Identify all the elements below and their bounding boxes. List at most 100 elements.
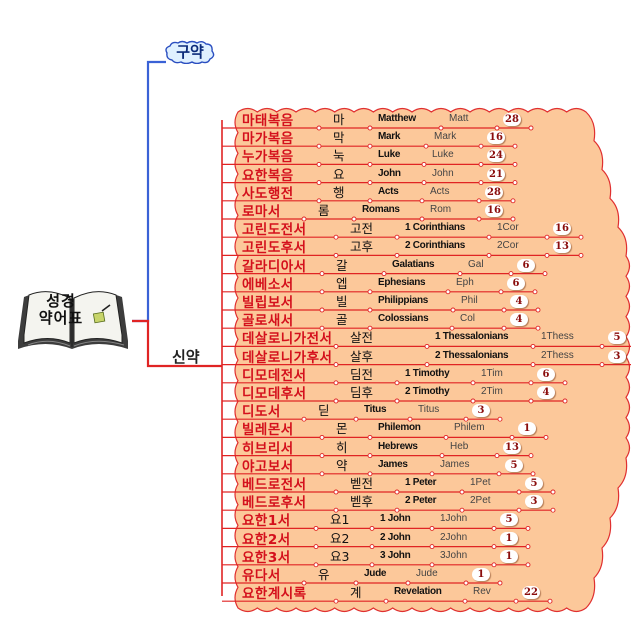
branch-node [419, 198, 425, 204]
branch-node [509, 434, 515, 440]
branch-node [424, 362, 430, 368]
book-english-abbr: 3John [440, 549, 468, 561]
branch-node [351, 216, 357, 222]
chapter-count-badge: 4 [510, 313, 528, 327]
book-korean-abbr: 살전 [350, 330, 374, 346]
branch-node [333, 380, 339, 386]
branch-node [445, 289, 451, 295]
book-korean-name: 갈라디아서 [242, 258, 307, 275]
branch-node [491, 562, 497, 568]
chapter-count-badge: 4 [510, 295, 528, 308]
chapter-count-badge: 16 [487, 131, 505, 145]
branch-node [383, 598, 389, 604]
branch-node [333, 507, 339, 513]
book-english-abbr: Jude [416, 568, 438, 579]
branch-node [301, 416, 307, 422]
book-korean-name: 히브리서 [242, 440, 294, 457]
book-english-abbr: Luke [432, 149, 454, 161]
branch-node [407, 416, 413, 422]
branch-node [443, 434, 449, 440]
branch-node [496, 471, 502, 477]
branch-node [424, 343, 430, 349]
new-testament-label[interactable]: 신약 [172, 348, 200, 366]
book-korean-abbr: 막 [333, 130, 345, 146]
branch-node [429, 562, 435, 568]
branch-node [462, 598, 468, 604]
book-korean-abbr: 골 [336, 312, 348, 328]
book-korean-name: 요한1서 [242, 513, 291, 530]
book-korean-abbr: 요3 [330, 548, 350, 564]
branch-node [438, 125, 444, 131]
book-korean-name: 요한3서 [242, 549, 291, 566]
old-testament-label: 구약 [176, 43, 204, 61]
book-english-name: John [378, 167, 401, 179]
old-testament-node[interactable]: 구약 [164, 40, 216, 64]
chapter-count-badge: 5 [500, 513, 518, 527]
branch-node [333, 598, 339, 604]
book-english-name: 1 John [380, 513, 411, 525]
branch-node [535, 307, 541, 313]
branch-node [421, 161, 427, 167]
book-korean-name: 디모데후서 [242, 386, 307, 402]
book-korean-name: 에베소서 [242, 276, 294, 293]
chapter-count-badge: 28 [485, 185, 503, 199]
book-korean-name: 베드로전서 [242, 477, 307, 493]
book-english-name: 2 Timothy [405, 386, 450, 397]
book-korean-abbr: 고후 [350, 239, 374, 255]
branch-node [394, 234, 400, 240]
branch-node [512, 161, 518, 167]
book-english-name: 3 John [380, 549, 411, 561]
branch-node [497, 416, 503, 422]
branch-node [369, 544, 375, 550]
book-english-abbr: Phil [461, 295, 478, 306]
book-english-abbr: 1Thess [541, 331, 574, 343]
book-korean-abbr: 요2 [330, 530, 350, 546]
branch-node [508, 271, 514, 277]
book-english-abbr: Col [460, 313, 476, 325]
branch-node [463, 580, 469, 586]
chapter-count-badge: 4 [537, 386, 555, 399]
book-korean-abbr: 엡 [336, 275, 348, 291]
branch-node [562, 398, 568, 404]
branch-node [333, 234, 339, 240]
branch-node [476, 198, 482, 204]
book-english-name: Jude [364, 568, 387, 579]
branch-node [394, 252, 400, 258]
branch-node [333, 398, 339, 404]
book-english-name: Acts [378, 185, 399, 197]
branch-node [512, 143, 518, 149]
branch-node [497, 580, 503, 586]
chapter-count-badge: 3 [472, 404, 490, 418]
branch-node [459, 489, 465, 495]
branch-node [394, 398, 400, 404]
branch-node [525, 525, 531, 531]
book-korean-name: 디도서 [242, 404, 281, 421]
